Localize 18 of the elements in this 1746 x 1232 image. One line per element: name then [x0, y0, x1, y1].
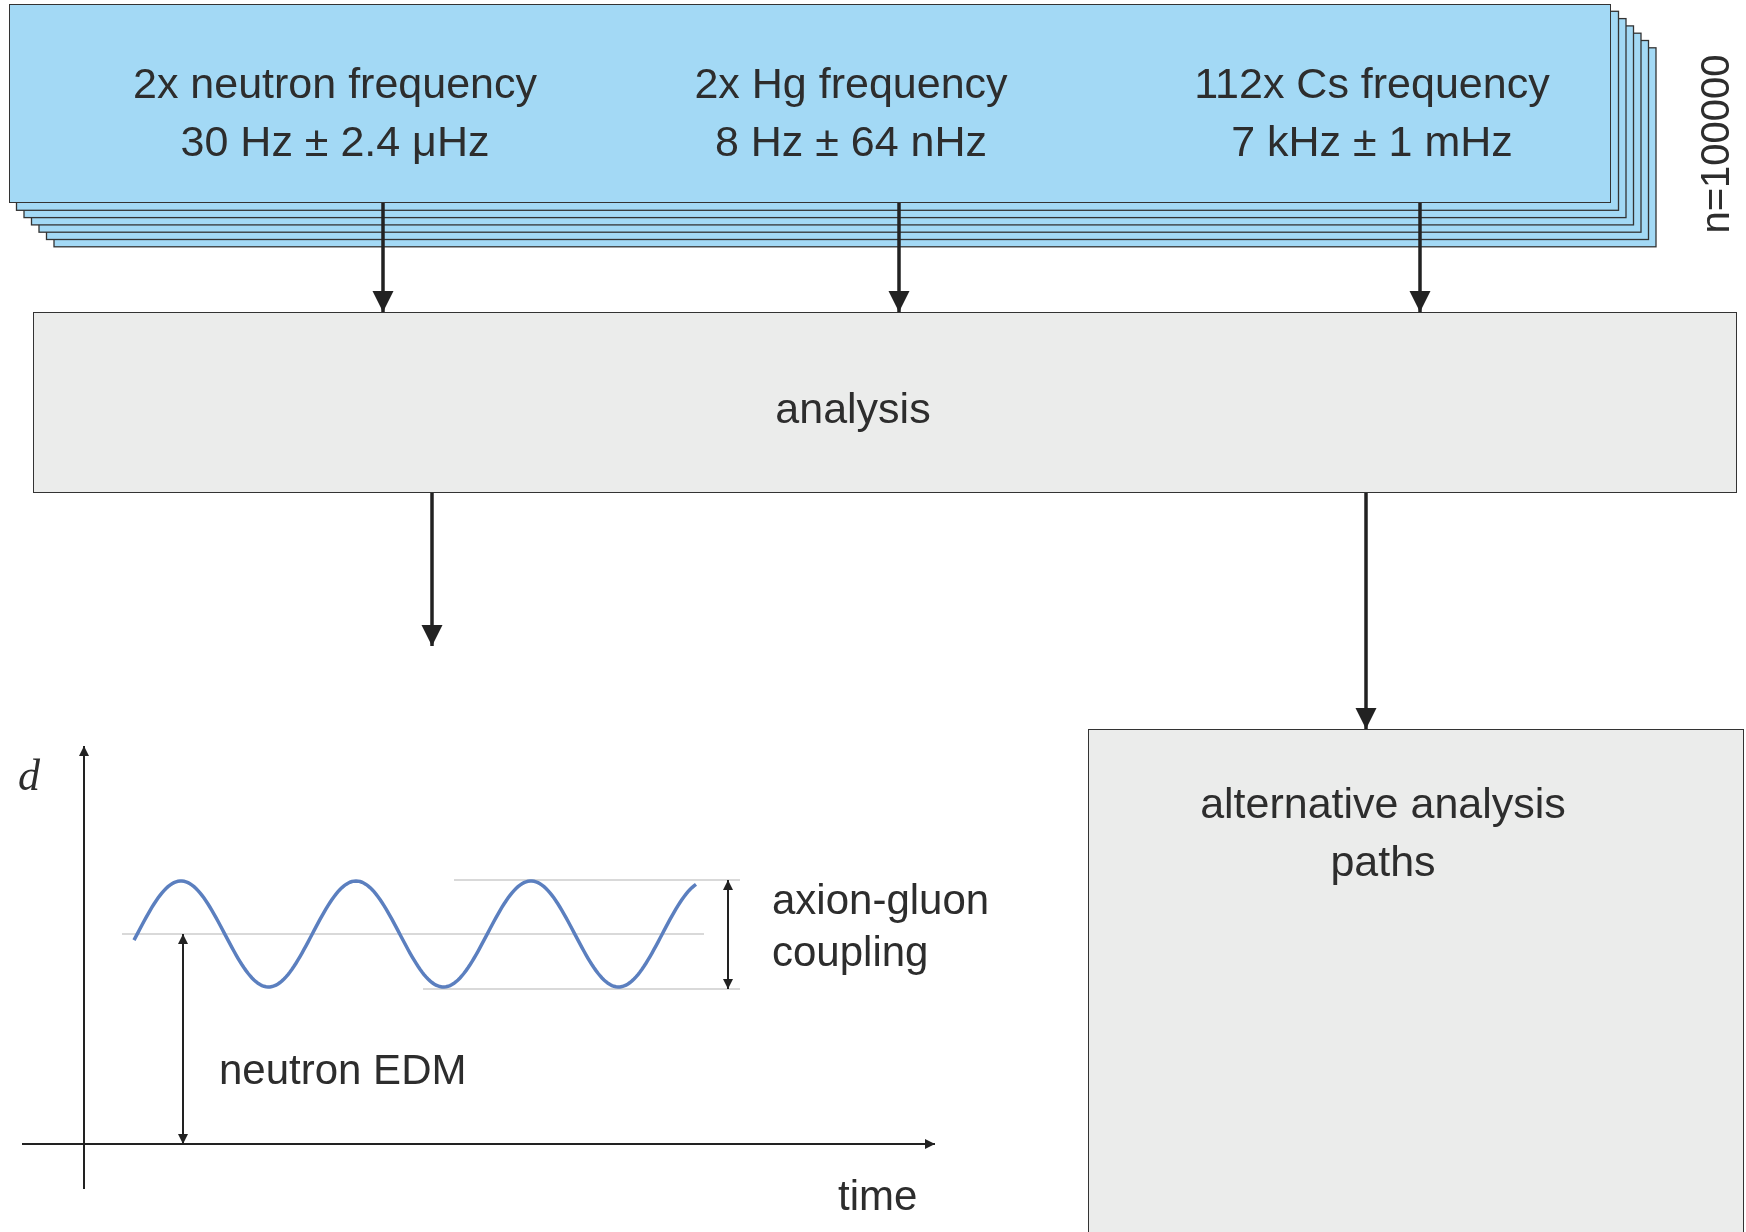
arrow	[1355, 493, 1377, 729]
analysis-box	[33, 312, 1737, 493]
frequency-label: 2x Hg frequency 8 Hz ± 64 nHz	[693, 58, 1009, 167]
arrow	[1409, 203, 1431, 312]
box-label: analysis	[774, 383, 932, 434]
frequency-label: 2x neutron frequency 30 Hz ± 2.4 μHz	[132, 58, 538, 167]
dimension-label: axion-gluon coupling	[772, 875, 991, 977]
box-label: alternative analysis paths	[1199, 778, 1567, 887]
axis-label: d	[18, 750, 41, 801]
arrow	[372, 203, 394, 312]
axis-label: time	[838, 1171, 919, 1221]
alternative-analysis-box	[1088, 729, 1744, 1232]
frequency-label: 112x Cs frequency 7 kHz ± 1 mHz	[1193, 58, 1551, 167]
arrow	[421, 493, 443, 646]
count-label: n=100000	[1692, 53, 1738, 236]
arrow	[888, 203, 910, 312]
dimension-label: neutron EDM	[219, 1045, 468, 1095]
stacked-data-box	[9, 4, 1611, 203]
